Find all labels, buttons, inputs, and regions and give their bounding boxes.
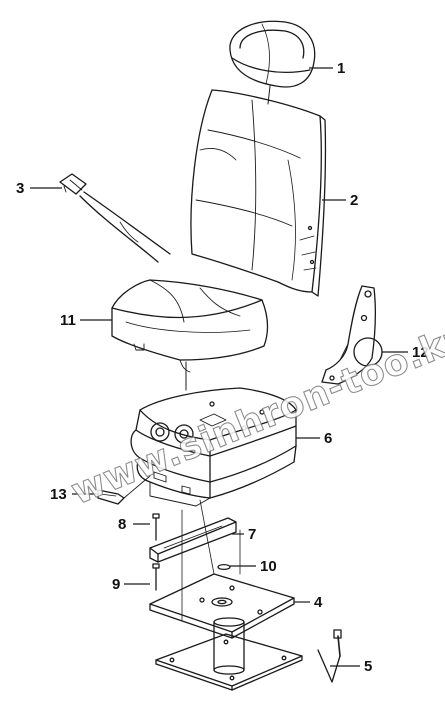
pedestal-column	[213, 617, 245, 675]
adjustment-lever	[97, 475, 151, 505]
callout-8: 8	[118, 516, 126, 533]
mounting-plate	[149, 573, 295, 639]
bolt-lower	[152, 563, 160, 591]
callout-1: 1	[337, 60, 345, 77]
suspension-base	[130, 387, 297, 507]
washer	[217, 563, 231, 571]
floor-plate	[155, 633, 303, 691]
cable-harness	[59, 173, 171, 263]
locking-pin	[317, 629, 342, 683]
callout-4: 4	[314, 594, 323, 611]
backrest	[190, 89, 327, 297]
callout-13: 13	[50, 486, 67, 503]
headrest	[229, 20, 316, 88]
callout-12: 12	[412, 344, 429, 361]
bolt-upper	[152, 513, 160, 541]
callout-5: 5	[364, 658, 372, 675]
watermark: www.sinhron-too.kz	[66, 317, 445, 513]
seat-cushion	[111, 279, 269, 373]
callout-11: 11	[60, 312, 76, 329]
callout-7: 7	[248, 526, 256, 543]
callout-9: 9	[112, 576, 120, 593]
callout-10: 10	[260, 558, 277, 575]
callout-3: 3	[16, 180, 24, 197]
callout-6: 6	[324, 430, 332, 447]
slide-rail	[149, 517, 237, 563]
callout-2: 2	[350, 192, 358, 209]
